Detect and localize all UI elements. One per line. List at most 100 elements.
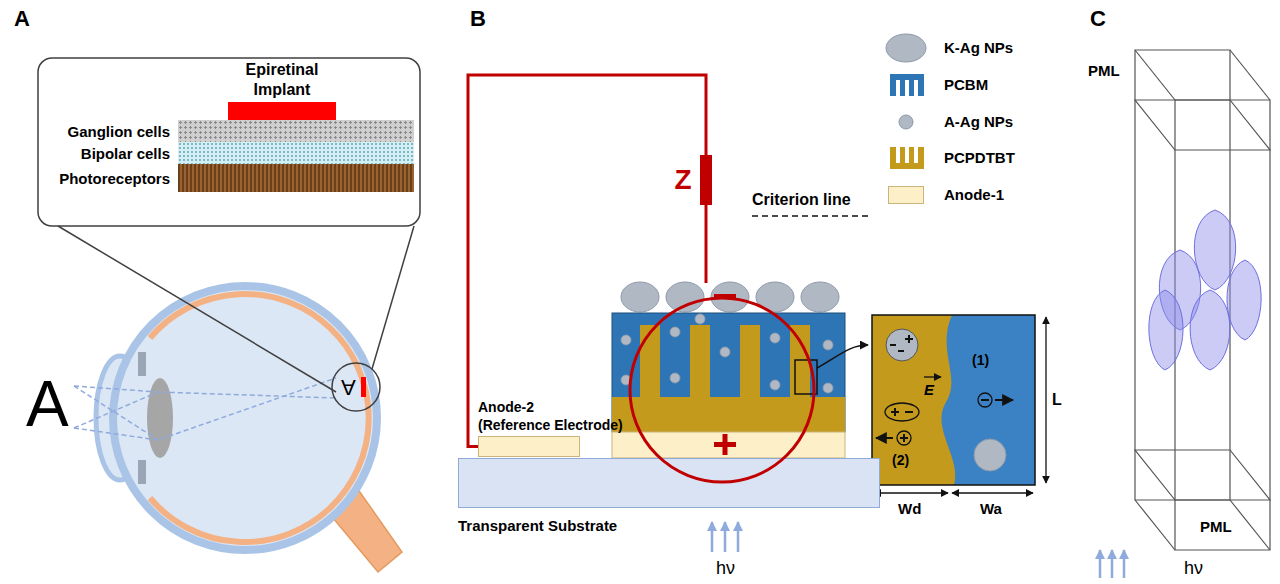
impedance-label: Z (670, 155, 696, 205)
a-ag-nanoparticle (695, 314, 705, 324)
light-ray (74, 378, 336, 440)
k-ag-nanoparticle (711, 282, 749, 312)
interface-inset (924, 376, 941, 377)
simulation-box (1230, 50, 1270, 100)
interface-inset (886, 329, 918, 361)
cell-layer-shape (178, 164, 414, 192)
interface-inset (897, 431, 911, 445)
electrode-label: Anode-2 (478, 398, 534, 416)
legend-label: Anode-1 (944, 186, 1004, 204)
region-number: (1) (972, 352, 989, 369)
k-ag-nanoparticle (756, 282, 794, 312)
layer-label: Photoreceptors (42, 169, 178, 188)
eyeball (113, 286, 377, 550)
zoom-marker (795, 360, 817, 394)
light-label: hν (716, 558, 735, 580)
dimension-label: L (1052, 390, 1062, 409)
zoom-callout (38, 58, 420, 411)
light-ray (74, 386, 158, 440)
zoom-arrow (817, 345, 868, 368)
light-arrow (712, 522, 738, 552)
implant-mark (361, 377, 366, 397)
cell-layer-shape (178, 142, 414, 164)
layer-label: Bipolar cells (42, 144, 178, 163)
simulation-box (1135, 100, 1270, 150)
pcpdtbt-layer (612, 325, 845, 432)
pcpdtbt-layer (740, 325, 760, 397)
nanoparticle-shape (1149, 210, 1261, 370)
simulation-box (1135, 500, 1175, 550)
substrate: Transparent Substrate (458, 458, 880, 535)
interface-inset (974, 439, 1006, 471)
a-ag-nanoparticle (621, 335, 631, 345)
a-ag-nanoparticle (670, 327, 680, 337)
interface-inset (872, 315, 1035, 485)
a-ag-nanoparticle (670, 373, 680, 383)
legend-swatch (905, 147, 909, 163)
light-label: hν (1184, 558, 1203, 580)
a-ag-nanoparticle (823, 383, 833, 393)
interface-inset (905, 411, 913, 413)
interface-inset (898, 350, 904, 352)
boundary-label: PML (1088, 62, 1120, 80)
interface-inset (885, 403, 919, 421)
object-letter: A (26, 372, 69, 436)
impedance-box-shape (700, 155, 712, 205)
light-arrow (711, 522, 714, 552)
simulation-box (1135, 50, 1175, 100)
zoom-callout (58, 226, 336, 392)
legend-swatch (899, 115, 913, 129)
legend-swatch (890, 147, 924, 169)
a-ag-nanoparticle (823, 340, 833, 350)
light-ray (74, 378, 336, 440)
pcpdtbt-layer (640, 325, 660, 397)
light-arrow (724, 522, 727, 552)
interface-inset (978, 393, 992, 407)
a-ag-nanoparticle (621, 375, 631, 385)
interface-inset (872, 315, 955, 485)
nanoparticle-shape (1190, 290, 1230, 370)
interface-inset (890, 344, 896, 346)
legend-swatch (896, 147, 900, 163)
simulation-box (1135, 50, 1270, 550)
device-highlight (630, 298, 814, 482)
cell-layer: Ganglion cells (42, 120, 414, 142)
dimension-label: Wd (898, 500, 921, 518)
a-ag-nanoparticle (770, 380, 780, 390)
legend-swatch (896, 80, 900, 96)
region-number: (2) (892, 452, 909, 469)
interface-inset (876, 437, 893, 439)
legend-swatch (888, 186, 924, 204)
retina (150, 294, 369, 542)
dimension-arrow (874, 317, 1046, 493)
zoom-callout (372, 226, 414, 369)
boundary-label: PML (1200, 518, 1232, 536)
electrode-label: (Reference Electrode) (478, 416, 623, 434)
a-ag-nanoparticle (720, 347, 730, 357)
substrate-label: Transparent Substrate (458, 516, 617, 535)
substrate-shape (458, 458, 880, 508)
dimension-arrow (952, 492, 1033, 493)
legend-swatch (886, 34, 926, 169)
iris (138, 352, 146, 376)
implant-heading: Epiretinal Implant (222, 60, 342, 100)
a-ag-nanoparticle (770, 333, 780, 343)
criterion-label: Criterion line (752, 190, 851, 209)
light-arrow (1111, 550, 1114, 578)
dimension-label: Wa (980, 500, 1002, 518)
pcpdtbt-layer (790, 325, 810, 397)
interface-inset (981, 399, 989, 401)
light-arrow (737, 522, 740, 552)
eye (74, 286, 402, 572)
k-ag-nanoparticle (801, 282, 839, 312)
legend-swatch (886, 34, 926, 62)
charge-sign (723, 434, 728, 455)
implant-box: Epiretinal Implant (222, 60, 342, 122)
simulation-box (1135, 450, 1270, 500)
legend-swatch (890, 74, 924, 96)
pcpdtbt-layer (612, 397, 845, 432)
